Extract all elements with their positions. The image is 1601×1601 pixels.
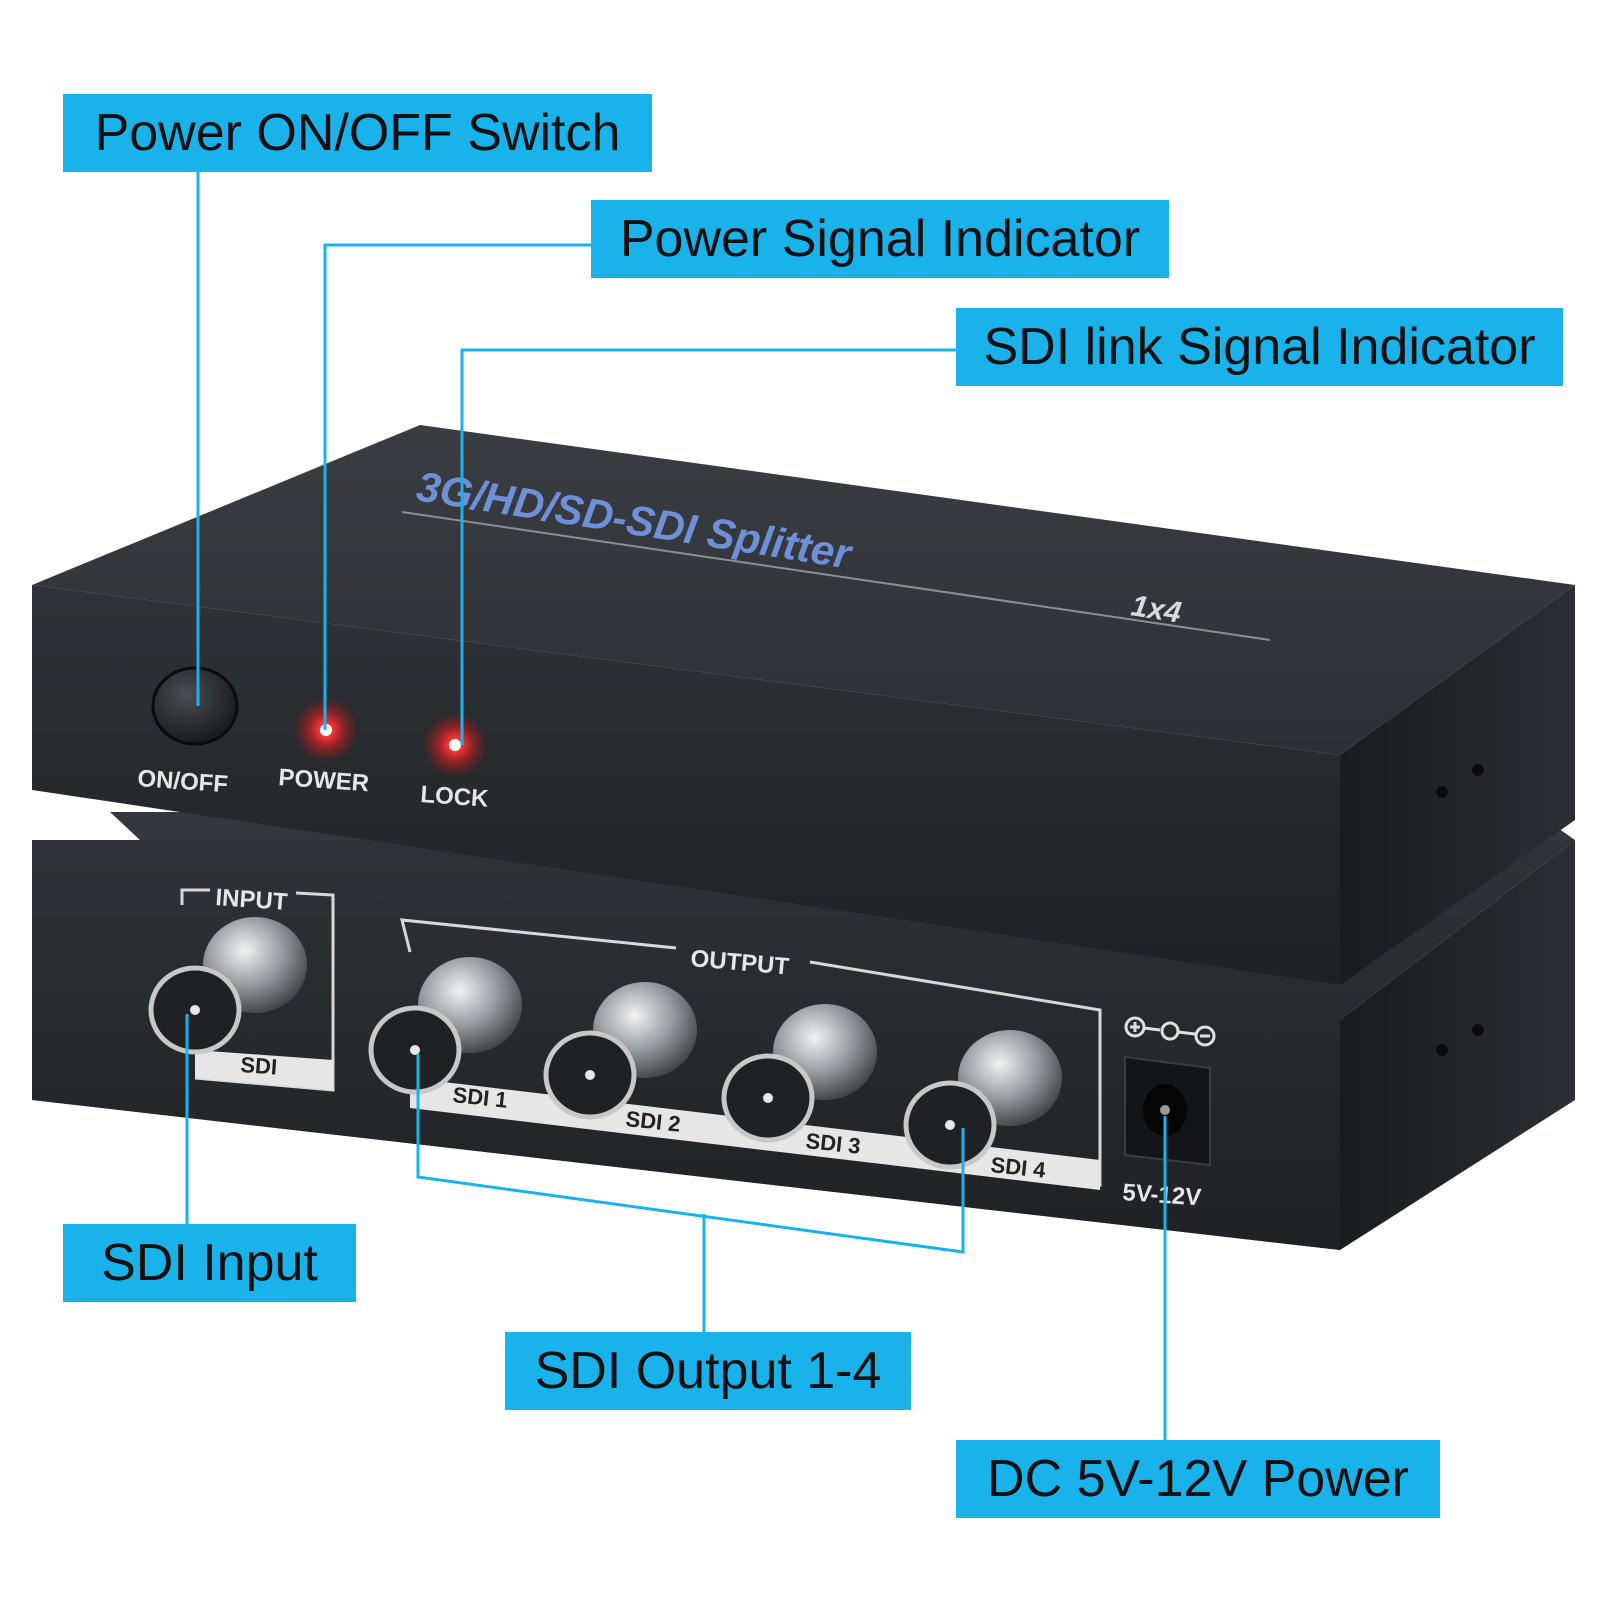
callout-power-indicator: Power Signal Indicator: [591, 200, 1169, 278]
bnc-input-connector[interactable]: [148, 917, 307, 1055]
dc-power-jack[interactable]: [1124, 1055, 1211, 1167]
lock-led-label: LOCK: [420, 781, 490, 813]
input-port-label: SDI: [240, 1052, 278, 1079]
callout-power-switch: Power ON/OFF Switch: [63, 94, 652, 172]
power-button[interactable]: [151, 666, 239, 746]
leader-sdi-output: [416, 1054, 965, 1332]
onoff-label: ON/OFF: [137, 765, 229, 798]
bnc-output-4-connector[interactable]: [903, 1030, 1062, 1170]
leader-power-indicator: [323, 243, 591, 730]
bnc-output-1-connector[interactable]: [368, 957, 522, 1095]
rear-panel: INPUT SDI OUTPUT: [148, 884, 1216, 1211]
front-unit-top: [32, 425, 1575, 755]
dc-polarity-icon: [1124, 1016, 1216, 1047]
front-unit: 3G/HD/SD-SDI Splitter 1x4 ON/OFF POWER L…: [32, 425, 1575, 985]
output-port-label: SDI 4: [989, 1152, 1047, 1183]
callout-dc-power: DC 5V-12V Power: [956, 1440, 1440, 1518]
callout-sdi-input: SDI Input: [63, 1224, 356, 1302]
rear-unit-side: [1340, 840, 1575, 1250]
bnc-output-2-connector[interactable]: [543, 982, 697, 1120]
leader-lines: [185, 172, 1167, 1440]
bnc-output-3-connector[interactable]: [721, 1004, 877, 1143]
callout-sdi-output: SDI Output 1-4: [505, 1332, 911, 1410]
product-model: 1x4: [1129, 589, 1184, 629]
input-group-label: INPUT: [215, 884, 289, 916]
dc-voltage-label: 5V-12V: [1122, 1179, 1202, 1211]
callout-sdi-link-indicator: SDI link Signal Indicator: [956, 308, 1563, 386]
output-port-label: SDI 2: [624, 1106, 681, 1137]
output-port-label: SDI 3: [804, 1128, 861, 1159]
front-unit-face: [32, 585, 1340, 985]
output-port-label: SDI 1: [451, 1082, 508, 1113]
front-unit-side: [1340, 585, 1575, 985]
power-led-label: POWER: [278, 764, 370, 797]
leader-sdi-link: [460, 348, 956, 745]
